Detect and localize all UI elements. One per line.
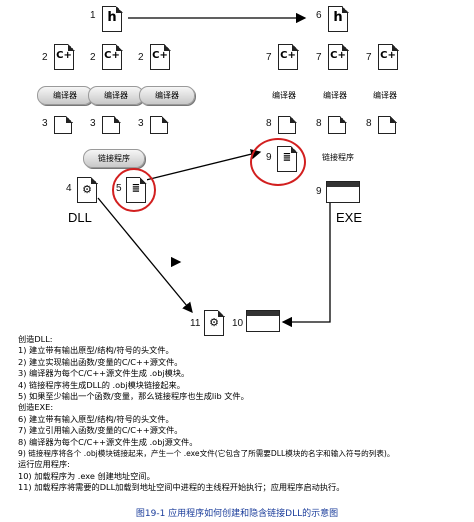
note-line: 4) 链接程序将生成DLL的 .obj模块链接起来。	[18, 379, 185, 390]
exe-compiler-1: 编译器	[272, 91, 296, 100]
dll-compiler-1: 编译器	[37, 86, 93, 105]
notes-list: 创造DLL: 1) 建立带有输出原型/结构/符号的头文件。 2) 建立实现输出函…	[18, 334, 468, 494]
dll-source-file-1: C+	[54, 43, 75, 70]
exe-source-num-1: 7	[266, 52, 272, 63]
arrow-exe-to-runtime	[281, 196, 331, 328]
exe-header-file: h	[328, 5, 349, 32]
dll-source-num-1: 2	[42, 52, 48, 63]
dll-header-num: 1	[90, 10, 96, 21]
dll-obj-file-1	[54, 115, 73, 134]
figure-caption: 图19-1 应用程序如何创建和隐含链接DLL的示意图	[135, 509, 339, 519]
dll-file: ⚙	[77, 176, 98, 203]
dll-obj-num-3: 3	[138, 118, 144, 129]
cpp-file-icon: C+	[152, 50, 168, 61]
runtime-exe-num: 10	[232, 318, 244, 329]
note-line: 运行应用程序:	[18, 459, 70, 470]
note-line: 3) 编译器为每个C/C++源文件生成 .obj模块。	[18, 368, 190, 379]
exe-source-file-1: C+	[278, 43, 299, 70]
cpp-file-icon: C+	[330, 50, 346, 61]
cpp-file-icon: C+	[56, 50, 72, 61]
lib-highlight-circle	[112, 168, 156, 212]
dll-label: DLL	[68, 210, 92, 225]
dll-linker: 链接程序	[83, 149, 145, 168]
dll-obj-file-3	[150, 115, 169, 134]
dll-file-num: 4	[66, 183, 72, 194]
exe-source-file-2: C+	[328, 43, 349, 70]
dll-obj-num-1: 3	[42, 118, 48, 129]
note-line: 5) 如果至少输出一个函数/变量，那么链接程序也生成lib 文件。	[18, 391, 249, 402]
arrows-layer	[97, 12, 331, 328]
note-line: 2) 建立实现输出函数/变量的C/C++源文件。	[18, 356, 183, 367]
runtime-dll-num: 11	[190, 318, 201, 329]
note-line: 11) 加载程序将需要的DLL加载到地址空间中进程的主线程开始执行；应用程序启动…	[18, 482, 345, 493]
header-file-icon: h	[333, 10, 343, 25]
gear-icon: ⚙	[82, 183, 92, 196]
exe-compiler-3: 编译器	[373, 91, 397, 100]
header-file-icon: h	[107, 10, 117, 25]
exe-obj-num-3: 8	[366, 118, 372, 129]
dll-obj-file-2	[102, 115, 121, 134]
dll-compiler-3: 编译器	[139, 86, 195, 105]
cpp-file-icon: C+	[104, 50, 120, 61]
note-line: 7) 建立引用输入函数/变量的C/C++源文件。	[18, 425, 183, 436]
exe-source-num-3: 7	[366, 52, 372, 63]
exe-window-icon	[326, 181, 360, 203]
note-line: 10) 加载程序为 .exe 创建地址空间。	[18, 470, 155, 481]
exe-source-num-2: 7	[316, 52, 322, 63]
cpp-file-icon: C+	[280, 50, 296, 61]
exe-obj-file-2	[328, 115, 347, 134]
exe-compiler-2: 编译器	[323, 91, 347, 100]
exe-obj-num-1: 8	[266, 118, 272, 129]
dll-header-file: h	[102, 5, 123, 32]
exe-lib-highlight-circle	[250, 138, 306, 186]
exe-obj-num-2: 8	[316, 118, 322, 129]
dll-source-file-3: C+	[150, 43, 171, 70]
note-line: 9) 链接程序将各个 .obj模块链接起来，产生一个 .exe文件(它包含了所需…	[18, 449, 395, 459]
exe-label: EXE	[336, 210, 363, 225]
dll-source-num-2: 2	[90, 52, 96, 63]
note-line: 6) 建立带有输入原型/结构/符号的头文件。	[18, 413, 174, 424]
arrow-dll-to-runtime	[97, 197, 193, 314]
note-line: 8) 编译器为每个C/C++源文件生成 .obj源文件。	[18, 436, 198, 447]
gear-icon: ⚙	[209, 316, 219, 329]
exe-header-num: 6	[316, 10, 322, 21]
exe-linker: 链接程序	[322, 153, 354, 162]
arrow-lib-to-exe-linker	[145, 149, 262, 181]
dll-source-file-2: C+	[102, 43, 123, 70]
cpp-file-icon: C+	[380, 50, 396, 61]
dll-source-num-3: 2	[138, 52, 144, 63]
exe-file-num: 9	[316, 186, 322, 197]
note-line: 创造EXE:	[18, 402, 54, 413]
exe-source-file-3: C+	[378, 43, 399, 70]
runtime-dll-file: ⚙	[204, 309, 225, 336]
note-line: 1) 建立带有输出原型/结构/符号的头文件。	[18, 345, 174, 356]
dll-obj-num-2: 3	[90, 118, 96, 129]
note-line: 创造DLL:	[18, 334, 53, 344]
diagram: 1 h 2 C+ 2 C+ 2 C+ 编译器 编译器 编译器 3 3 3 链接程…	[37, 5, 399, 336]
dll-compiler-2: 编译器	[88, 86, 144, 105]
runtime-exe-window-icon	[246, 310, 280, 332]
exe-obj-file-3	[378, 115, 397, 134]
exe-obj-file-1	[278, 115, 297, 134]
